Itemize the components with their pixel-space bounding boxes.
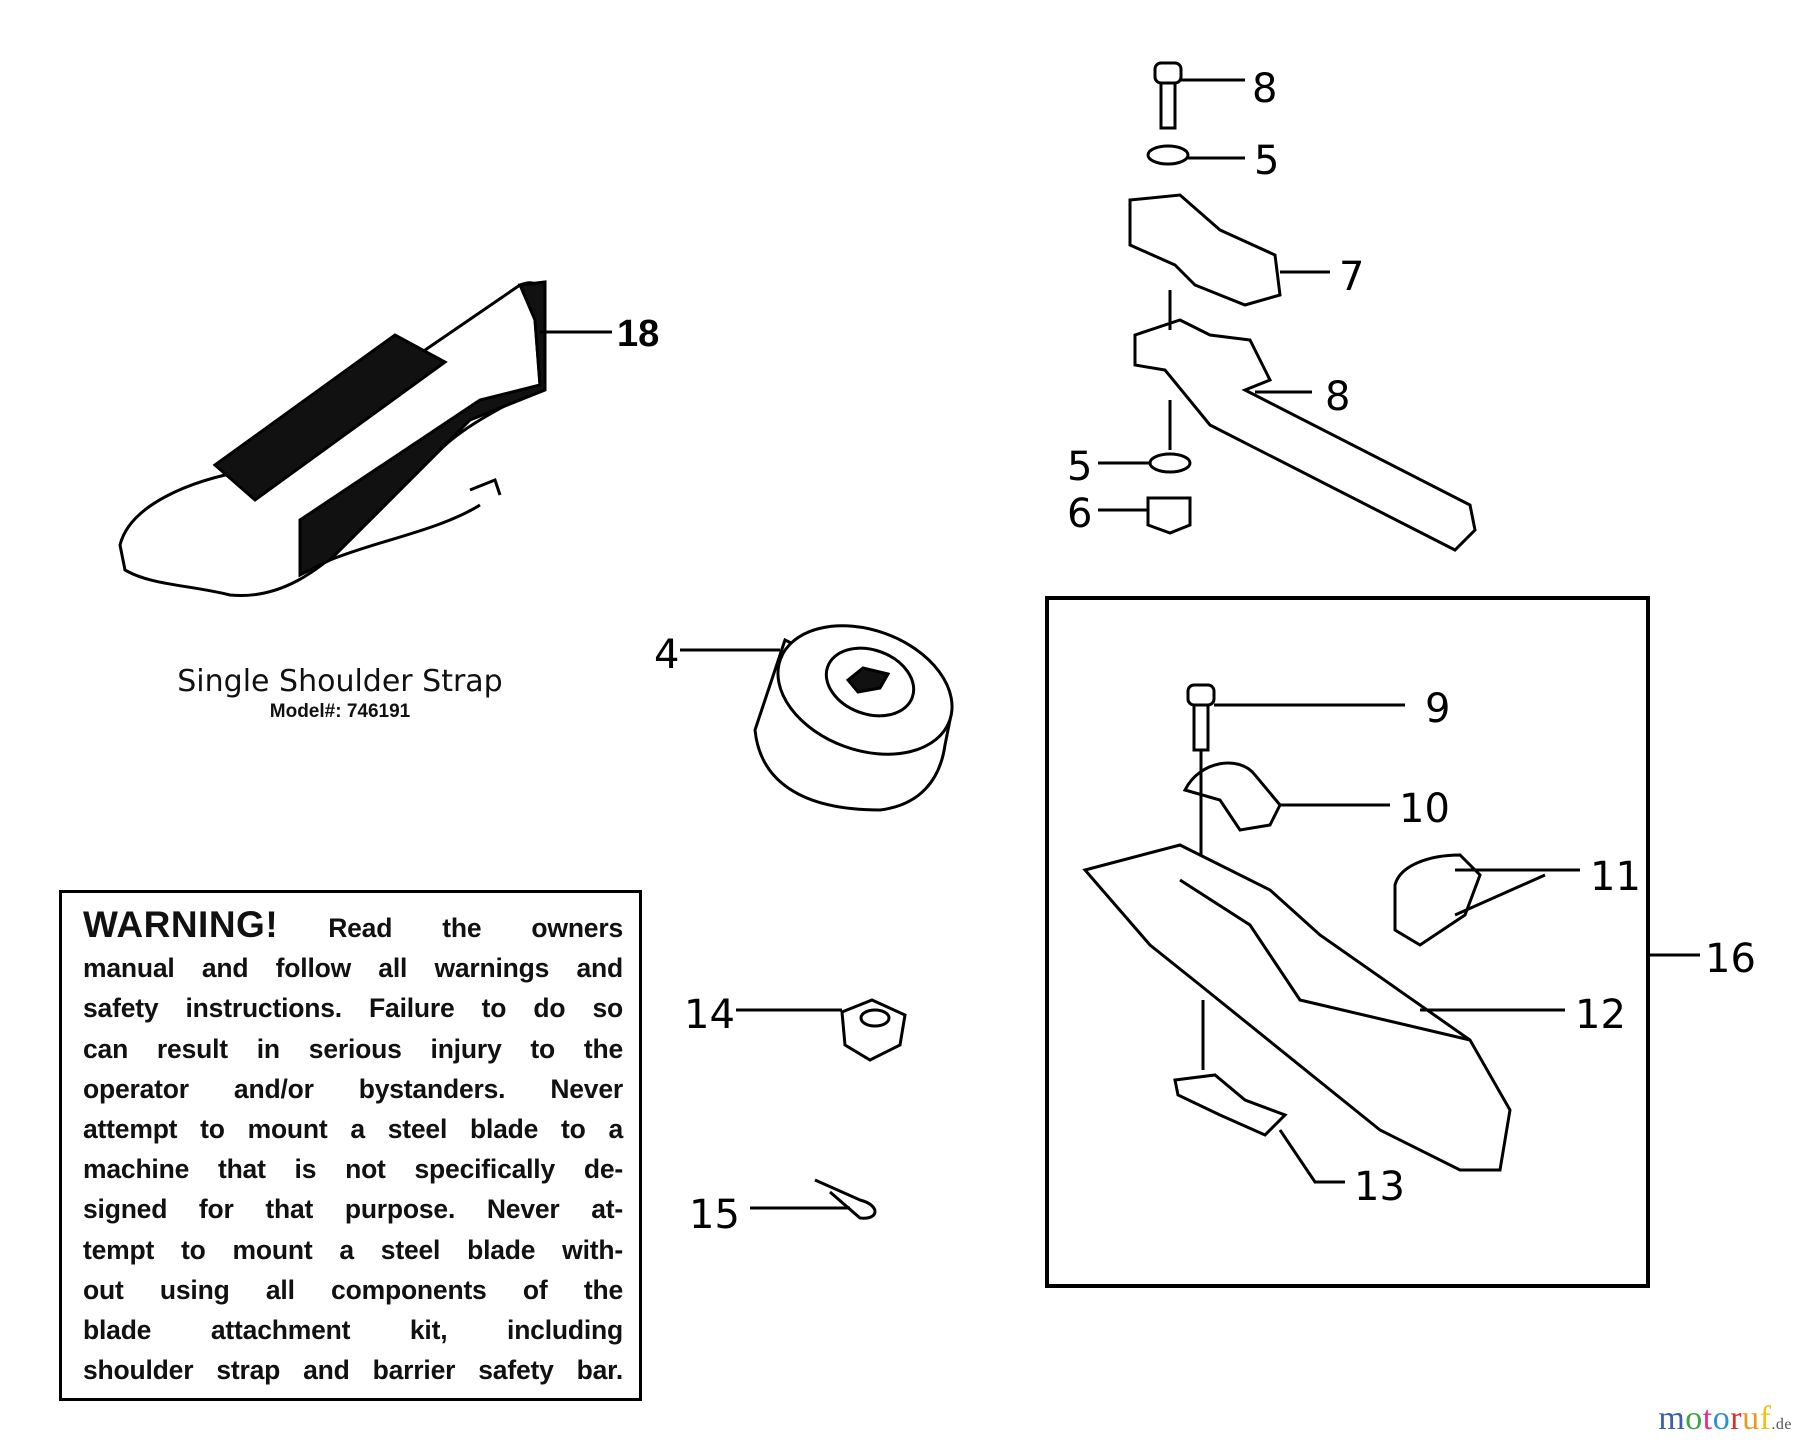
- logo-wordmark: motoruf: [1658, 1400, 1771, 1437]
- warning-line: attempt to mount a steel blade to a: [83, 1114, 623, 1145]
- washer-5-bottom-drawing: [1148, 452, 1192, 474]
- callout-5-top: 5: [1254, 138, 1279, 184]
- strap-title: Single Shoulder Strap: [177, 664, 503, 699]
- callout-7: 7: [1339, 254, 1364, 300]
- clamp-10-drawing: [1182, 761, 1282, 832]
- bracket-13-drawing: [1173, 1073, 1288, 1137]
- logo-suffix: .de: [1771, 1416, 1792, 1433]
- strap-model-number: Model#: 746191: [269, 701, 411, 722]
- warning-line: can result in serious injury to the: [83, 1033, 623, 1064]
- logo-letter: o: [1685, 1400, 1703, 1437]
- callout-14: 14: [684, 992, 735, 1038]
- strap-caption: Single Shoulder Strap Model#: 746191: [150, 664, 530, 723]
- callout-15: 15: [689, 1192, 740, 1238]
- callout-8-top: 8: [1252, 66, 1277, 112]
- motoruf-logo: motoruf.de: [1658, 1400, 1792, 1438]
- clamp-7-drawing: [1128, 193, 1282, 307]
- bolt-8-drawing: [1153, 61, 1183, 130]
- warning-line: machine that is not specifically de-: [83, 1154, 623, 1185]
- warning-heading: WARNING!: [83, 904, 279, 945]
- callout-11: 11: [1590, 854, 1641, 900]
- logo-letter: o: [1712, 1400, 1731, 1437]
- washer-5-top-drawing: [1146, 144, 1190, 166]
- kit-16-frame: [1045, 596, 1650, 1288]
- callout-12: 12: [1575, 992, 1626, 1038]
- warning-text: Read the owners: [328, 913, 623, 943]
- warning-line: blade attachment kit, including: [83, 1315, 623, 1346]
- callout-4: 4: [654, 632, 679, 678]
- callout-6: 6: [1067, 491, 1092, 537]
- logo-letter: m: [1658, 1400, 1686, 1437]
- warning-box: WARNING! Read the owners manual and foll…: [59, 890, 642, 1401]
- nut-6-drawing: [1146, 496, 1192, 535]
- shield-12-drawing: [1082, 843, 1512, 1172]
- callout-5-bottom: 5: [1067, 444, 1092, 490]
- warning-line: shoulder strap and barrier safety bar.: [83, 1355, 623, 1386]
- logo-letter: u: [1742, 1400, 1760, 1437]
- logo-letter: r: [1730, 1400, 1743, 1437]
- shoulder-strap-drawing: [118, 280, 547, 598]
- callout-13: 13: [1354, 1164, 1405, 1210]
- warning-line: manual and follow all warnings and: [83, 953, 623, 984]
- logo-letter: t: [1702, 1400, 1713, 1437]
- callout-18: 18: [617, 313, 659, 355]
- cup-4-drawing: [753, 624, 954, 812]
- hex-nut-14-drawing: [840, 998, 907, 1062]
- screw-9-drawing: [1186, 683, 1216, 752]
- cotter-pin-15-drawing: [814, 1178, 877, 1220]
- warning-line: safety instructions. Failure to do so: [83, 993, 623, 1024]
- warning-line: out using all components of the: [83, 1274, 623, 1305]
- callout-10: 10: [1399, 786, 1450, 832]
- warning-line: operator and/or bystanders. Never: [83, 1073, 623, 1104]
- clamp-8-drawing: [1133, 318, 1477, 552]
- warning-line: signed for that purpose. Never at-: [83, 1194, 623, 1225]
- callout-16: 16: [1705, 936, 1756, 982]
- warning-line: WARNING! Read the owners: [83, 904, 623, 948]
- clip-11-drawing: [1393, 853, 1482, 947]
- warning-line: tempt to mount a steel blade with-: [83, 1234, 623, 1265]
- callout-9: 9: [1425, 686, 1450, 732]
- callout-8-lower: 8: [1325, 374, 1350, 420]
- logo-letter: f: [1759, 1400, 1772, 1437]
